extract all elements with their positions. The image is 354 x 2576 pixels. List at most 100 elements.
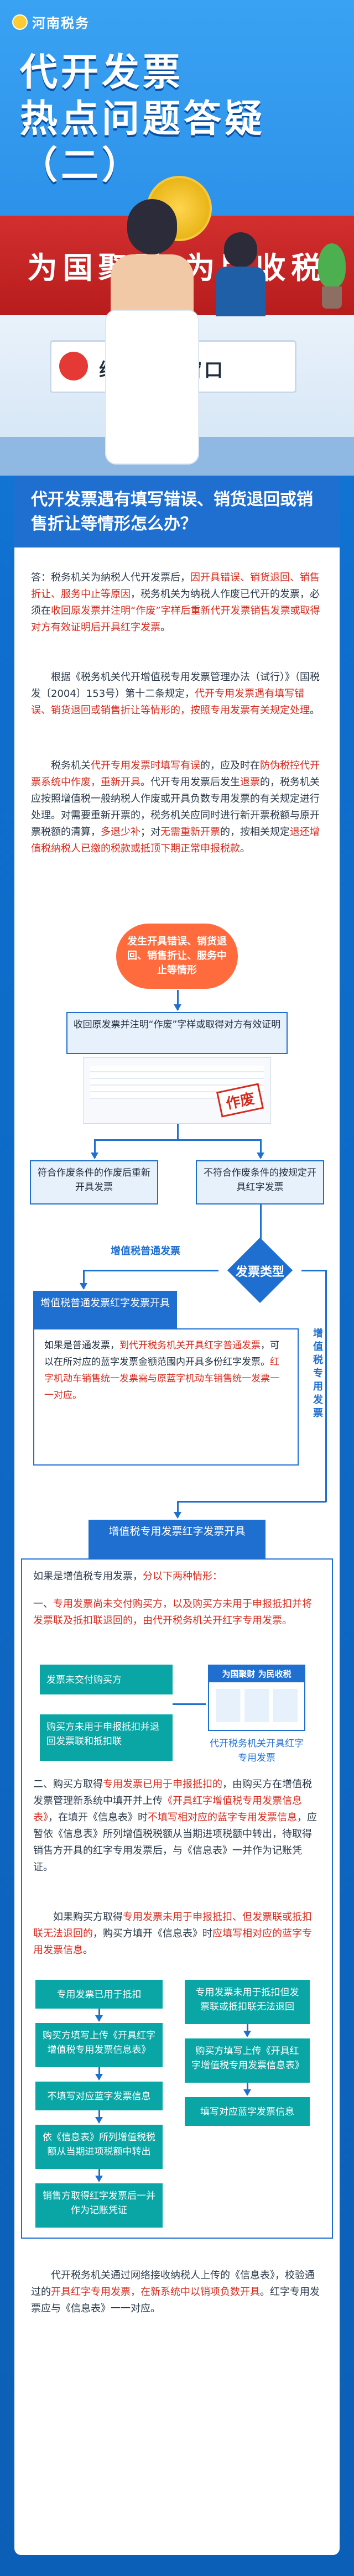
tax-badge-icon: [59, 352, 88, 380]
flow-arrow: [257, 1139, 264, 1159]
flow-arrow: [243, 2024, 251, 2037]
plant-icon: [315, 243, 348, 310]
box-text: 购买方填写上传《开具红字增值税专用发票信息表》: [191, 2046, 304, 2071]
highlight-run: 应填写相对应的蓝字专用发票信息: [33, 1928, 312, 1956]
box-title: 增值税普通发票红字发票开具: [40, 1297, 170, 1309]
text-run: 。: [310, 705, 320, 716]
bottom-strip: [0, 2555, 354, 2576]
special-red-header: 增值税专用发票红字发票开具: [88, 1520, 266, 1558]
highlight-run: 专用发票尚未交付购买方，以及购买方未用于申报抵扣并将发票联及抵扣联退回的，由代开…: [33, 1598, 312, 1626]
box-text: 购买方未用于申报抵扣并退回发票联和抵扣联: [46, 1722, 159, 1747]
text-run: ，购买方填开《信息表》时: [93, 1928, 212, 1939]
text-run: ，由购买方在增值税发票管理新系统中填开并上传: [33, 1779, 312, 1807]
flow-line: [325, 1270, 327, 1502]
hero-illustration: 河南税务 代开发票 热点问题答疑（二） 为国聚财 为民收税 纳税服务窗口: [0, 0, 354, 476]
plant-leaf: [318, 243, 346, 288]
highlight-run: 退还增值税纳税人已缴的税款或抵顶下期正常申报税款: [31, 826, 320, 854]
flow-line: [83, 1270, 218, 1271]
ordinary-red-body: 如果是普通发票，到代开税务机关开具红字普通发票，可以在所对应的蓝字发票金额范围内…: [33, 1328, 299, 1466]
box-text: 销售方取得红字发票后一并作为记账凭证: [43, 2191, 155, 2216]
text-run: 如果购买方取得: [53, 1911, 123, 1923]
title-line-1: 代开发票: [20, 51, 184, 95]
flow-arrow: [80, 1270, 87, 1290]
screen-title: 为国聚财 为民收税: [209, 1666, 304, 1682]
highlight-run: 到代开税务机关开具红字普通发票: [119, 1340, 261, 1351]
box-title: 增值税专用发票红字发票开具: [108, 1525, 246, 1537]
branch-label-ordinary: 增值税普通发票: [111, 1245, 180, 1257]
highlight-run: 专用发票未用于申报抵扣、但发票联或抵扣联无法退回的: [33, 1911, 312, 1939]
highlight-run: 退票: [240, 776, 260, 788]
box-text: 填写对应蓝字发票信息: [200, 2106, 294, 2118]
case-1-text: 一、专用发票尚未交付购买方，以及购买方未用于申报抵扣并将发票联及抵扣联退回的，由…: [33, 1596, 321, 1629]
box-text: 依《信息表》所列增值税税额从当期进项税额中转出: [43, 2132, 155, 2157]
text-run: 二、购买方取得: [33, 1779, 103, 1790]
page-title: 代开发票 热点问题答疑（二）: [20, 50, 354, 189]
highlight-run: 防伪税控代开票系统中作废，重新开具: [31, 760, 320, 788]
flow-line: [301, 1270, 326, 1271]
highlight-run: 分以下两种情形：: [143, 1571, 222, 1582]
flow-arrow: [91, 1139, 98, 1159]
case-1-box-returned: 购买方未用于申报抵扣并退回发票联和抵扣联: [40, 1714, 173, 1761]
highlight-run: 专用发票已用于申报抵扣的: [103, 1779, 222, 1790]
flow-arrow: [174, 1501, 181, 1519]
case-2-left-2: 购买方填写上传《开具红字增值税专用发票信息表》: [35, 2023, 163, 2067]
text-run: 的，税务机关应按照增值税一般纳税人作废或开具负数专用发票的有关规定进行处理: [31, 776, 320, 821]
answer-paragraph-3: 税务机关代开专用发票时填写有误的，应及时在防伪税控代开票系统中作废，重新开具。代…: [31, 758, 324, 857]
box-text: 发票未交付购买方: [46, 1675, 122, 1686]
flow-step-text: 收回原发票并注明“作废”字样或取得对方有效证明: [73, 1019, 281, 1030]
text-run: 答：税务机关为纳税人代开发票后，: [31, 572, 190, 583]
text-run: ，可以在所对应的蓝字发票金额范围内开具多份红字发票。: [44, 1340, 279, 1368]
flow-step-recover: 收回原发票并注明“作废”字样或取得对方有效证明: [66, 1012, 288, 1054]
text-run: 税务机关: [51, 760, 91, 771]
flow-line: [177, 1501, 326, 1503]
text-run: 。红字专用发票应与《信息表》一一对应。: [31, 2286, 320, 2314]
taxpayer-head: [127, 199, 177, 254]
flow-arrow: [243, 2083, 251, 2096]
flow-box-text: 符合作废条件的作废后重新开具发票: [38, 1167, 150, 1193]
taxpayer-coat: [105, 310, 199, 465]
text-run: 。代开专用发票后发生: [140, 776, 240, 788]
text-run: ，税务机关为纳税人作废已代开的发票，必须在: [31, 588, 320, 617]
box-text: 专用发票未用于抵扣但发票联或抵扣联无法退回: [195, 1987, 299, 2012]
flow-line: [173, 1703, 206, 1705]
highlight-run: 代开专用发票时填写有误: [91, 760, 200, 771]
case-2-text: 二、购买方取得专用发票已用于申报抵扣的，由购买方在增值税发票管理新系统中填开并上…: [33, 1776, 321, 1876]
text-run: 如果是增值税专用发票，: [33, 1571, 143, 1582]
special-intro: 如果是增值税专用发票，分以下两种情形：: [33, 1568, 321, 1585]
flow-arrow: [95, 2110, 103, 2124]
case-2-right-1: 专用发票未用于抵扣但发票联或抵扣联无法退回: [185, 1980, 310, 2024]
text-run: 。: [160, 622, 170, 633]
question-text: 代开发票遇有填写错误、销货退回或销售折让等情形怎么办？: [31, 490, 313, 534]
screen-cells: [216, 1689, 298, 1722]
title-line-2: 热点问题答疑（二）: [20, 97, 266, 187]
flow-start-cloud: 发生开具错误、销货退回、销售折让、服务中止等情形: [116, 924, 238, 989]
highlight-run: 《开具红字增值税专用发票信息表》: [33, 1795, 302, 1823]
highlight-run: 红字机动车销售统一发票需与原蓝字机动车销售统一发票一一对应。: [44, 1357, 279, 1401]
flow-line: [94, 1139, 260, 1141]
flow-red-invoice: 不符合作废条件的按规定开具红字发票: [196, 1160, 324, 1204]
text-run: ，应暂依《信息表》所列增值税税额从当期进项税额中转出，待取得销售方开具的红字专用…: [33, 1812, 317, 1873]
case-1-caption: 代开税务机关开具红字专用发票: [210, 1738, 304, 1764]
highlight-run: 无需重新开票: [160, 826, 220, 838]
answer-paragraph-2: 根据《税务机关代开增值税专用发票管理办法（试行）》（国税发〔2004〕153号）…: [31, 669, 324, 719]
invoice-type-decision: 发票类型: [218, 1237, 301, 1303]
box-text: 购买方填写上传《开具红字增值税专用发票信息表》: [43, 2030, 155, 2056]
box-text: 专用发票已用于抵扣: [56, 1989, 142, 2000]
text-run: 如果是普通发票，: [44, 1340, 119, 1351]
highlight-run: 收回原发票并注明“作废”字样后重新代开发票销售发票或取得对方有效证明后开具红字发…: [31, 605, 320, 633]
text-run: 。: [83, 1944, 93, 1956]
case-2-right-3: 填写对应蓝字发票信息: [185, 2097, 310, 2126]
ordinary-red-header: 增值税普通发票红字发票开具: [33, 1291, 177, 1328]
flow-line: [177, 1124, 179, 1139]
plant-pot: [322, 286, 342, 309]
clerk-figure: [216, 232, 266, 316]
taxpayer-figure: [105, 199, 199, 465]
case-2-left-5: 销售方取得红字发票后一并作为记账凭证: [35, 2183, 163, 2228]
flow-arrow: [174, 990, 181, 1011]
logo-text: 河南税务: [32, 15, 90, 31]
highlight-run: 因开具错误、销货退回、销售折让、服务中止等原因: [31, 572, 320, 600]
text-run: 一、: [33, 1598, 53, 1610]
flow-arrow: [95, 2169, 103, 2182]
flow-arrow: [95, 2009, 103, 2022]
